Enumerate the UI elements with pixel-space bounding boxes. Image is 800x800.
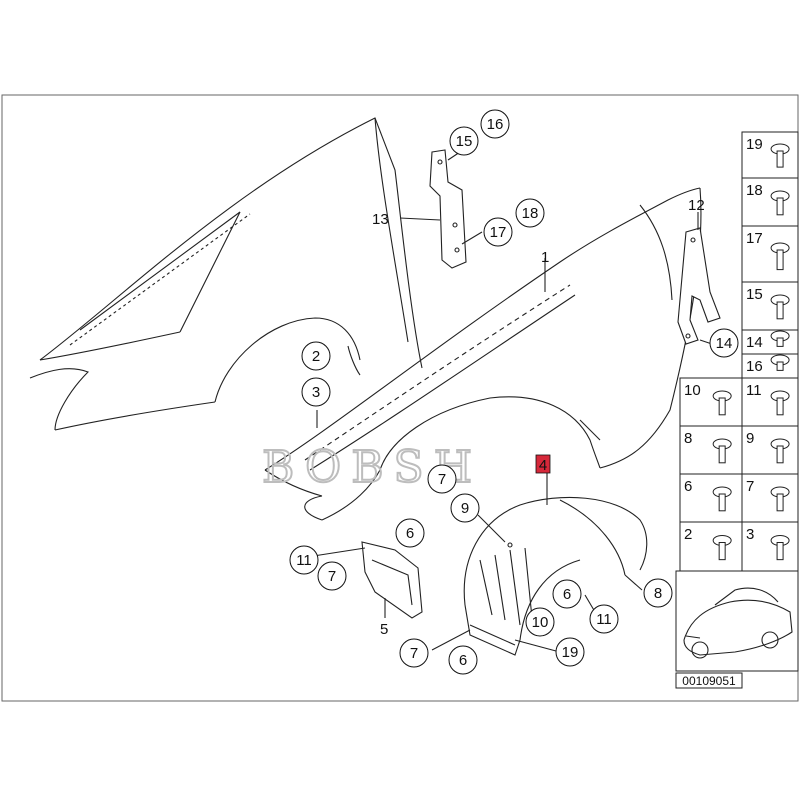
rear-fender-outline [29, 117, 423, 431]
legend-label: 10 [684, 382, 701, 399]
legend-label: 16 [746, 358, 763, 375]
legend-label: 8 [684, 430, 692, 447]
legend-label: 2 [684, 526, 692, 543]
wheel-arch-liner [463, 496, 648, 656]
legend-label: 6 [684, 478, 692, 495]
svg-text:11: 11 [296, 552, 312, 569]
callout-7b[interactable]: 7 [317, 561, 347, 591]
legend-cell-14[interactable]: 14 [741, 329, 799, 355]
legend-cell-3[interactable]: 3 [741, 521, 799, 572]
callout-3[interactable]: 3 [301, 377, 331, 407]
bracket-13 [429, 149, 467, 269]
callout-19[interactable]: 19 [555, 637, 585, 667]
svg-text:9: 9 [461, 500, 469, 517]
svg-text:6: 6 [563, 586, 571, 603]
push-rivet-icon [770, 143, 790, 168]
callout-7c[interactable]: 7 [399, 638, 429, 668]
label-13[interactable]: 13 [372, 211, 389, 228]
callout-18[interactable]: 18 [515, 198, 545, 228]
svg-text:7: 7 [438, 471, 446, 488]
legend-label: 7 [746, 478, 754, 495]
svg-text:7: 7 [328, 568, 336, 585]
svg-text:7: 7 [410, 645, 418, 662]
tapping-screw-small-icon [770, 486, 790, 512]
legend-cell-15[interactable]: 15 [741, 281, 799, 331]
legend-label: 19 [746, 136, 763, 153]
callout-11a[interactable]: 11 [289, 545, 319, 575]
legend-cell-18[interactable]: 18 [741, 177, 799, 227]
callout-10[interactable]: 10 [525, 607, 555, 637]
svg-text:6: 6 [459, 652, 467, 669]
bracket-12 [677, 227, 721, 345]
legend-cell-7[interactable]: 7 [741, 473, 799, 523]
svg-text:15: 15 [456, 133, 473, 150]
svg-text:4: 4 [539, 457, 547, 474]
fastener-legend: 19 18 17 15 14 16 10 11 8 9 6 7 2 3 [679, 131, 799, 572]
callout-15[interactable]: 15 [449, 126, 479, 156]
clip-screw-icon [770, 190, 790, 216]
legend-cell-16[interactable]: 16 [741, 353, 799, 379]
svg-text:19: 19 [562, 644, 579, 661]
svg-text:6: 6 [406, 525, 414, 542]
svg-text:11: 11 [596, 611, 612, 628]
svg-text:3: 3 [312, 384, 320, 401]
callouts: 15 16 17 18 14 2 3 7 9 6 11 7 8 6 11 10 … [289, 109, 739, 675]
label-1[interactable]: 1 [541, 249, 549, 266]
svg-text:8: 8 [654, 585, 662, 602]
leader-lines [306, 139, 713, 652]
label-5[interactable]: 5 [380, 621, 388, 638]
square-nut-icon [770, 294, 790, 320]
legend-cell-17[interactable]: 17 [741, 225, 799, 283]
callout-6c[interactable]: 6 [448, 645, 478, 675]
callout-4-highlighted[interactable]: 4 [535, 454, 551, 474]
svg-text:16: 16 [487, 116, 504, 133]
tapping-screw-icon [770, 354, 790, 371]
expanding-rivet-icon [712, 438, 732, 464]
hex-nut-icon [770, 242, 790, 271]
splash-shield-5 [361, 541, 423, 619]
svg-text:14: 14 [716, 335, 733, 352]
legend-label: 3 [746, 526, 754, 543]
callout-14[interactable]: 14 [709, 328, 739, 358]
callout-11b[interactable]: 11 [589, 604, 619, 634]
callout-6b[interactable]: 6 [552, 579, 582, 609]
svg-text:18: 18 [522, 205, 539, 222]
legend-cell-2[interactable]: 2 [679, 521, 743, 572]
legend-label: 17 [746, 230, 763, 247]
clip-nut-icon [712, 486, 732, 512]
legend-label: 9 [746, 430, 754, 447]
svg-text:10: 10 [532, 614, 549, 631]
reference-number: 00109051 [682, 674, 736, 688]
callout-2[interactable]: 2 [301, 341, 331, 371]
callout-7a[interactable]: 7 [427, 464, 457, 494]
legend-cell-11[interactable]: 11 [741, 377, 799, 427]
reference-number-box: 00109051 [675, 672, 743, 689]
legend-label: 14 [746, 334, 763, 351]
svg-text:2: 2 [312, 348, 320, 365]
flange-screw-icon [712, 390, 732, 416]
legend-label: 18 [746, 182, 763, 199]
legend-cell-10[interactable]: 10 [679, 377, 743, 427]
svg-text:17: 17 [490, 224, 507, 241]
callout-16[interactable]: 16 [480, 109, 510, 139]
hex-bolt-icon [770, 330, 790, 347]
callout-6a[interactable]: 6 [395, 518, 425, 548]
hex-screw-icon [770, 390, 790, 416]
expanding-nut-icon [770, 438, 790, 464]
label-12[interactable]: 12 [688, 197, 705, 214]
legend-cell-9[interactable]: 9 [741, 425, 799, 475]
legend-cell-19[interactable]: 19 [741, 131, 799, 179]
cage-nut-icon [770, 535, 790, 561]
callout-8[interactable]: 8 [643, 578, 673, 608]
pan-head-screw-icon [712, 535, 732, 561]
car-thumbnail [675, 570, 799, 672]
legend-label: 15 [746, 286, 763, 303]
legend-label: 11 [746, 382, 762, 399]
legend-cell-8[interactable]: 8 [679, 425, 743, 475]
legend-cell-6[interactable]: 6 [679, 473, 743, 523]
callout-17[interactable]: 17 [483, 217, 513, 247]
callout-9[interactable]: 9 [450, 493, 480, 523]
